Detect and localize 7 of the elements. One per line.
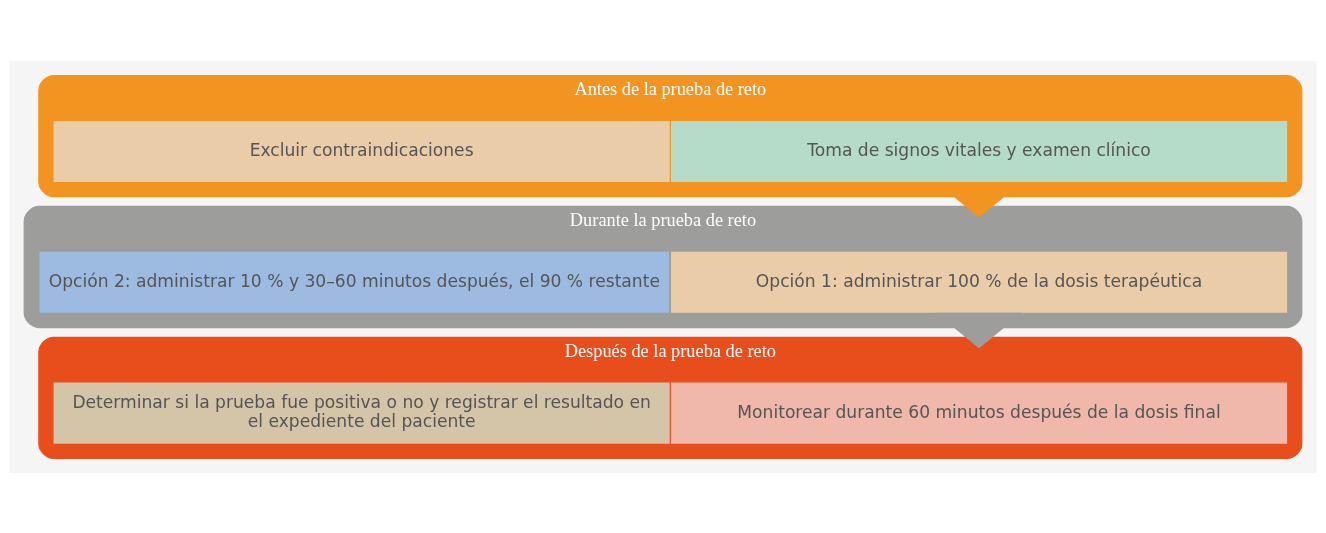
- node-box: Opción 2: administrar 10 % y 30–60 minutos después, el 90 % restante: [39, 251, 670, 313]
- node-box: Opción 1: administrar 100 % de la dosis terapéutica: [670, 251, 1288, 313]
- node-box: Determinar si la prueba fue positiva o no y registrar el resultado en el expediente del paciente: [53, 382, 670, 444]
- node-box: Excluir contraindicaciones: [53, 120, 670, 182]
- node-box: Monitorear durante 60 minutos después de la dosis final: [670, 382, 1288, 444]
- arrow: [935, 312, 1023, 348]
- node-box: Toma de signos vitales y examen clínico: [670, 120, 1288, 182]
